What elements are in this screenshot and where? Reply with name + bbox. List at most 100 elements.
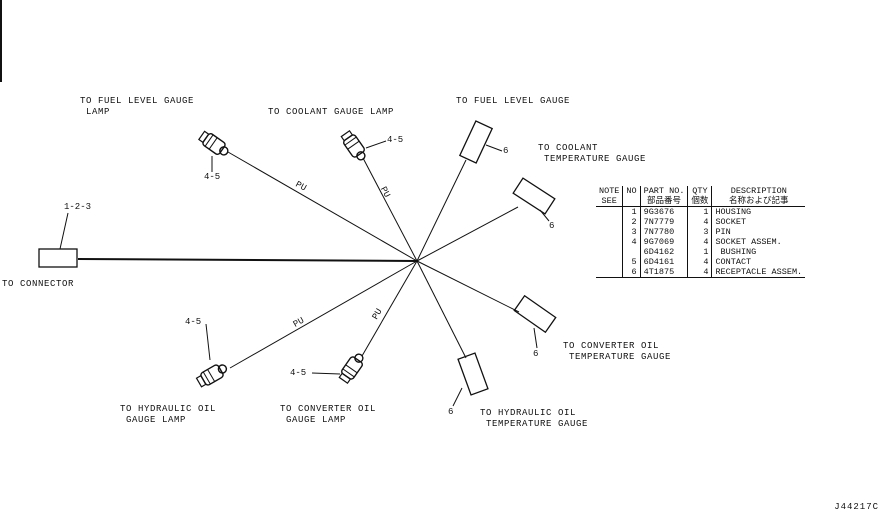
coolant-lamp-socket [340, 130, 366, 161]
cell-description: SOCKET ASSEM. [715, 237, 782, 247]
table-row: 6D4162 1 BUSHING [596, 247, 805, 257]
header-no-text: NO [626, 186, 637, 196]
cell-note [596, 217, 624, 227]
cell-note [596, 267, 624, 278]
table-row: 3 7N7780 3 PIN [596, 227, 805, 237]
cell-note [596, 257, 624, 267]
connector-block [38, 248, 78, 268]
header-note-text: NOTE SEE [599, 186, 620, 206]
ref-fuel-lamp: 4-5 [204, 172, 221, 182]
header-part-no: PART NO. 部品番号 [640, 186, 689, 207]
wire-coolant-gauge [416, 206, 519, 262]
cell-qty: 4 [687, 217, 713, 227]
cell-note [596, 227, 624, 237]
wire-hydraulic-lamp [229, 260, 418, 369]
header-part-no-text: PART NO. 部品番号 [643, 186, 685, 206]
parts-table-header: NOTE SEE NO PART NO. 部品番号 QTY 個数 DESCRIP… [596, 186, 806, 207]
catalog-id: J44217C [834, 502, 879, 512]
converter-oil-temp-gauge-receptacle [513, 294, 557, 334]
label-fuel-gauge-lamp: TO FUEL LEVEL GAUGE LAMP [80, 96, 195, 117]
cell-qty: 1 [687, 247, 713, 257]
table-row: 1 9G3676 1 HOUSING [596, 206, 805, 217]
cell-part-no: 6D4162 [640, 247, 689, 257]
ref-converter-lamp: 4-5 [290, 368, 307, 378]
wire-converter-lamp [361, 260, 418, 357]
converter-lamp-socket [338, 353, 364, 384]
label-hydraulic-oil-temp-gauge: TO HYDRAULIC OIL TEMPERATURE GAUGE [480, 408, 589, 429]
cell-description: RECEPTACLE ASSEM. [711, 267, 806, 278]
label-coolant-temp-gauge: TO COOLANT TEMPERATURE GAUGE [538, 143, 647, 164]
ref-hydraulic-lamp: 4-5 [185, 317, 202, 327]
cell-part-no: 7N7780 [640, 227, 689, 237]
hydraulic-lamp-socket [195, 364, 228, 388]
ref-leader-coolant-lamp [365, 140, 387, 149]
wire-coolant-lamp [362, 157, 418, 262]
cell-qty: 4 [687, 267, 713, 278]
cell-no: 2 [622, 217, 641, 227]
wire-converter-gauge [416, 260, 520, 313]
cell-note [596, 237, 624, 247]
wire-connector [77, 258, 418, 262]
cell-note [596, 206, 624, 217]
cell-part-no: 4T1875 [640, 267, 689, 278]
ref-coolant-lamp: 4-5 [387, 135, 404, 145]
ref-leader-converter-gauge [533, 327, 538, 349]
ref-connector: 1-2-3 [64, 202, 92, 212]
table-row: 4 9G7069 4 SOCKET ASSEM. [596, 237, 805, 247]
wire-code-fuel-lamp: PU [294, 180, 308, 194]
cell-description: CONTACT [715, 257, 752, 267]
cell-no: 1 [622, 206, 641, 217]
wire-fuel-gauge [416, 159, 467, 262]
cell-no: 3 [622, 227, 641, 237]
ref-coolant-gauge: 6 [549, 221, 555, 231]
fuel-lamp-socket [198, 130, 229, 156]
cell-no: 5 [622, 257, 641, 267]
label-coolant-gauge-lamp: TO COOLANT GAUGE LAMP [268, 107, 395, 117]
table-row: 6 4T1875 4 RECEPTACLE ASSEM. [596, 267, 806, 278]
cell-description: BUSHING [715, 247, 757, 257]
ref-leader-connector [59, 212, 69, 250]
ref-leader-fuel-gauge [485, 144, 503, 152]
fuel-level-gauge-receptacle [458, 120, 494, 164]
header-description-text: DESCRIPTION 名称および記事 [729, 186, 789, 206]
ref-leader-hydraulic-gauge [452, 387, 463, 407]
wire-code-coolant-lamp: PU [378, 185, 392, 199]
ref-leader-converter-lamp [311, 372, 341, 375]
cell-no: 4 [622, 237, 641, 247]
label-hydraulic-oil-gauge-lamp: TO HYDRAULIC OIL GAUGE LAMP [120, 404, 217, 425]
table-row: 5 6D4161 4 CONTACT [596, 257, 805, 267]
header-note: NOTE SEE [596, 186, 624, 207]
cell-note [596, 247, 624, 257]
header-qty-text: QTY 個数 [691, 186, 709, 206]
ref-fuel-gauge: 6 [503, 146, 509, 156]
cell-part-no: 9G7069 [640, 237, 689, 247]
label-connector: TO CONNECTOR [2, 279, 75, 289]
wire-hydraulic-gauge [416, 260, 467, 359]
cell-no: 6 [622, 267, 641, 278]
wire-code-hydraulic-lamp: PU [292, 316, 306, 330]
cell-part-no: 6D4161 [640, 257, 689, 267]
header-description: DESCRIPTION 名称および記事 [711, 186, 806, 207]
header-no: NO [622, 186, 641, 207]
label-fuel-level-gauge: TO FUEL LEVEL GAUGE [456, 96, 571, 106]
cell-qty: 1 [687, 206, 713, 217]
hydraulic-oil-temp-gauge-receptacle [457, 352, 489, 396]
cell-qty: 4 [687, 237, 713, 247]
wire-fuel-lamp [227, 151, 418, 262]
parts-table: NOTE SEE NO PART NO. 部品番号 QTY 個数 DESCRIP… [596, 186, 806, 278]
label-converter-oil-temp-gauge: TO CONVERTER OIL TEMPERATURE GAUGE [563, 341, 672, 362]
cell-description: PIN [715, 227, 731, 237]
page-edge-line [0, 0, 2, 82]
cell-part-no: 7N7779 [640, 217, 689, 227]
coolant-temp-gauge-receptacle [512, 177, 556, 215]
ref-hydraulic-gauge: 6 [448, 407, 454, 417]
label-converter-oil-gauge-lamp: TO CONVERTER OIL GAUGE LAMP [280, 404, 377, 425]
ref-converter-gauge: 6 [533, 349, 539, 359]
cell-qty: 3 [687, 227, 713, 237]
table-row: 2 7N7779 4 SOCKET [596, 217, 805, 227]
ref-leader-hydraulic-lamp [205, 323, 211, 361]
ref-leader-coolant-gauge [539, 209, 550, 222]
wire-code-converter-lamp: PU [371, 307, 385, 321]
cell-description: SOCKET [715, 217, 747, 227]
